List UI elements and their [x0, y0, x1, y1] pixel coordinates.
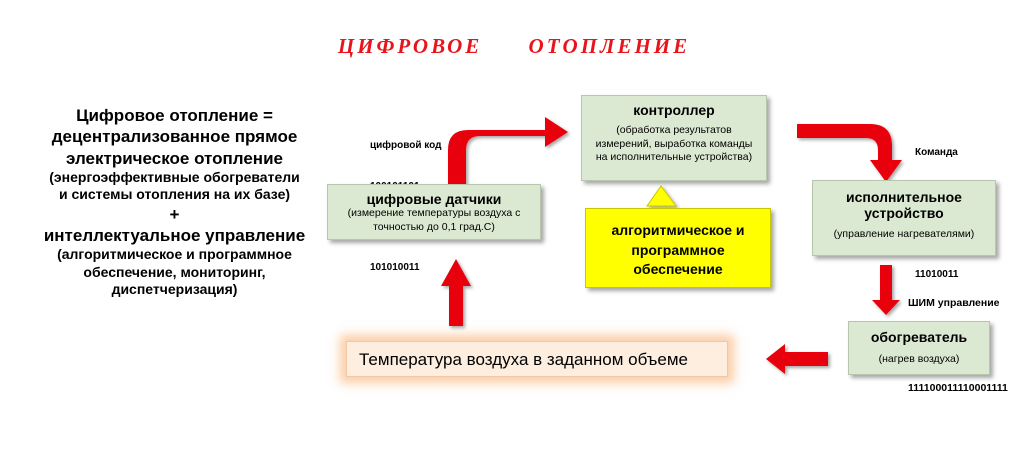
- heater-description: (нагрев воздуха): [878, 353, 960, 365]
- sensors-title: цифровые датчики: [366, 191, 502, 207]
- arrow-controller-to-actuator: [797, 124, 902, 182]
- diagram-title: ЦИФРОВОЕ ОТОПЛЕНИЕ: [337, 34, 691, 58]
- definition-line-8: обеспечение, мониторинг,: [83, 263, 266, 280]
- air-temperature-label: Температура воздуха в заданном объеме: [359, 350, 688, 369]
- command-code-label: Команда: [915, 147, 958, 158]
- definition-line-7: (алгоритмическое и программное: [57, 246, 292, 263]
- controller-description: (обработка результатов: [616, 124, 732, 136]
- arrow-temperature-to-sensors: [441, 259, 471, 326]
- software-box: алгоритмическое и программное обеспечени…: [585, 208, 771, 288]
- definition-line-2: децентрализованное прямое: [51, 127, 298, 147]
- actuator-title: исполнительное: [846, 189, 962, 205]
- definition-text: Цифровое отопление = децентрализованное …: [22, 105, 327, 299]
- arrow-software-to-controller: [646, 185, 677, 207]
- actuator-description: (управление нагревателями): [833, 228, 975, 240]
- definition-line-3: электрическое отопление: [66, 148, 283, 168]
- controller-title: контроллер: [633, 102, 715, 118]
- sensors-description: точностью до 0,1 град.С): [373, 220, 495, 233]
- controller-description: измерений, выработка команды: [595, 137, 753, 150]
- arrow-heater-to-temperature: [766, 344, 828, 374]
- actuator-box: исполнительное устройство (управление на…: [812, 180, 996, 256]
- software-line: обеспечение: [633, 261, 723, 278]
- sensor-code-label: цифровой код: [370, 140, 442, 151]
- software-line: программное: [631, 241, 725, 258]
- heater-title: обогреватель: [870, 329, 968, 345]
- air-temperature-box: Температура воздуха в заданном объеме: [346, 341, 728, 377]
- command-code-line: 11010011: [915, 268, 959, 280]
- definition-line-6: интеллектуальное управление: [43, 226, 306, 245]
- pwm-line: 111100011110001111: [908, 382, 1008, 395]
- heater-box: обогреватель (нагрев воздуха): [848, 321, 990, 375]
- definition-line-9: диспетчеризация): [111, 281, 238, 298]
- controller-box: контроллер (обработка результатов измере…: [581, 95, 767, 181]
- arrow-sensors-to-controller: [448, 117, 568, 184]
- controller-description: на исполнительные устройства): [595, 151, 753, 164]
- sensor-code-line: 101010011: [370, 261, 420, 273]
- definition-line-4: (энергоэффективные обогреватели: [49, 168, 300, 185]
- definition-line-5: и системы отопления на их базе): [58, 186, 291, 203]
- definition-plus: +: [169, 204, 180, 224]
- sensors-description: (измерение температуры воздуха с: [347, 207, 521, 219]
- definition-line-1: Цифровое отопление =: [76, 106, 273, 125]
- digital-sensors-box: цифровые датчики (измерение температуры …: [327, 184, 541, 240]
- pwm-line: ШИМ управление: [908, 297, 1000, 310]
- arrow-actuator-to-heater: [872, 265, 900, 315]
- software-line: алгоритмическое и: [611, 222, 745, 238]
- actuator-title: устройство: [864, 205, 944, 221]
